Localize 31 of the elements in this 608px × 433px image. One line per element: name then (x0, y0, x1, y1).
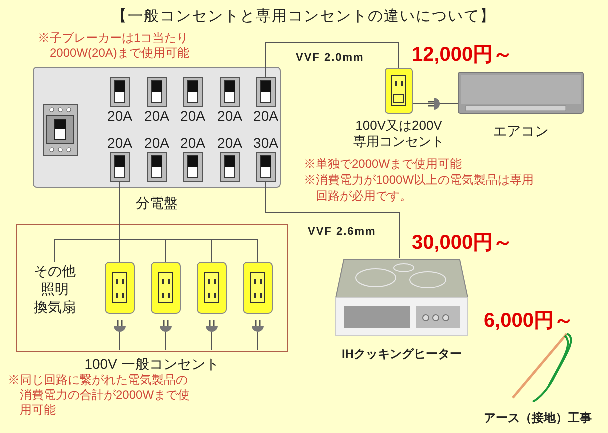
panel-label: 分電盤 (136, 194, 178, 213)
breaker-rating: 20A (180, 107, 206, 125)
title: 【一般コンセントと専用コンセントの違いについて】 (111, 7, 497, 27)
wire-line (266, 42, 400, 78)
breaker-rating: 20A (108, 107, 132, 125)
outlet-label: 100V又は200V専用コンセント (352, 118, 446, 150)
price-label: 30,000円～ (412, 231, 514, 256)
edge-label: VVF 2.6mm (308, 226, 376, 238)
wire-line (266, 182, 400, 258)
price-label: 6,000円～ (484, 309, 574, 334)
appliance-label: 照明 (41, 280, 69, 298)
appliance-label: その他 (34, 262, 76, 280)
price-label: 12,000円～ (412, 43, 514, 68)
note-text: ※子ブレーカーは1コ当たり2000W(20A)まで使用可能 (38, 31, 190, 61)
breaker-rating: 20A (254, 107, 278, 125)
note-text: ※単独で2000Wまで使用可能 (304, 156, 462, 172)
work-label: アース（接地）工事 (484, 411, 592, 425)
edge-label: VVF 2.0mm (296, 52, 364, 64)
breaker-rating: 20A (144, 134, 170, 152)
breaker-rating: 20A (180, 134, 206, 152)
note-text: ※同じ回路に繋がれた電気製品の消費電力の合計が2000Wまで使用可能 (8, 373, 192, 418)
breaker-rating: 20A (144, 107, 170, 125)
appliance-label: エアコン (493, 123, 549, 139)
circuit-label: 100V 一般コンセント (84, 355, 220, 374)
breaker-rating: 20A (218, 134, 242, 152)
appliance-label: IHクッキングヒーター (342, 347, 462, 361)
note-text: ※消費電力が1000W以上の電気製品は専用回路が必用です。 (304, 172, 536, 204)
breaker-rating: 30A (254, 134, 278, 152)
appliance-label: 換気扇 (34, 298, 76, 316)
breaker-rating: 20A (218, 107, 242, 125)
breaker-rating: 20A (108, 134, 132, 152)
